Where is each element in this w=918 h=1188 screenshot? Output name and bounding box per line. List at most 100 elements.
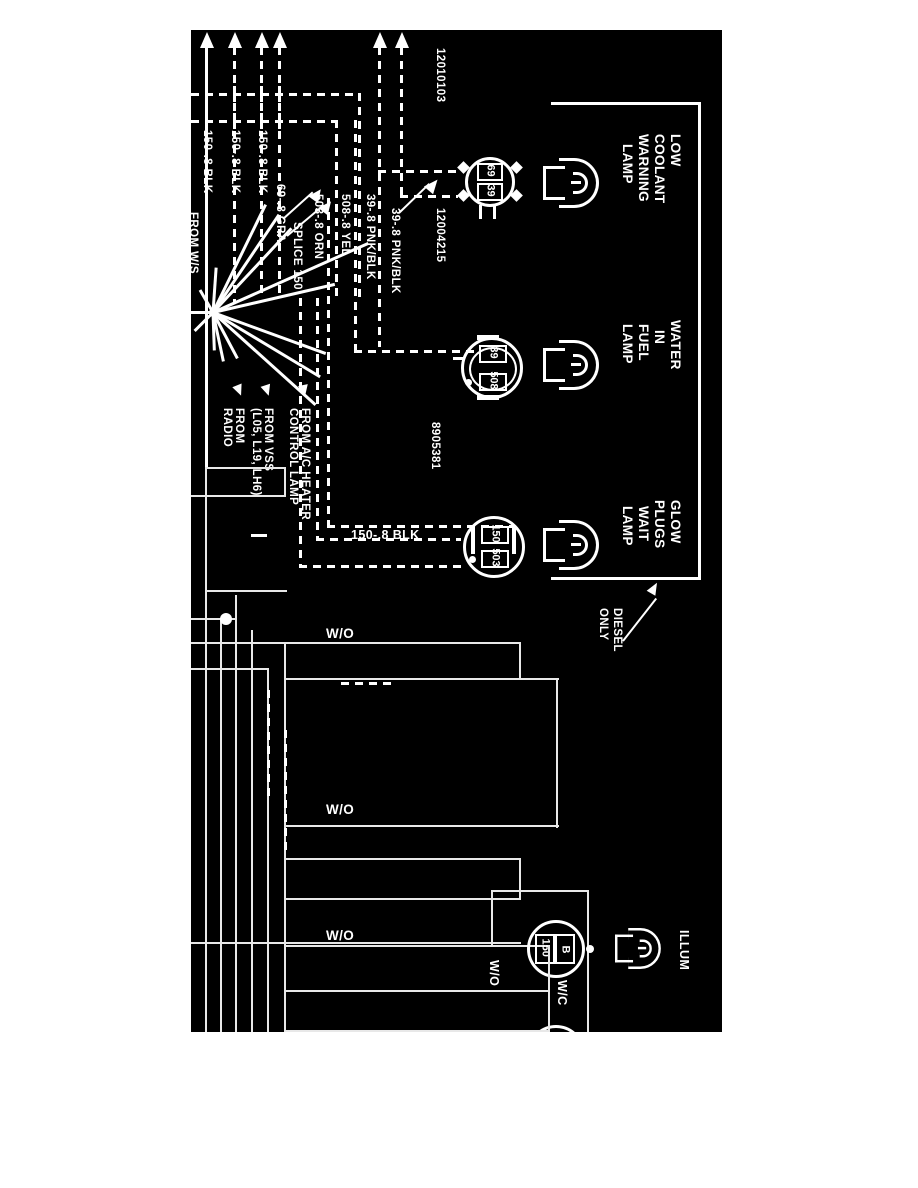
bus-h [191, 495, 285, 497]
wire-503-orn-horiz [327, 525, 515, 528]
bus-line [205, 467, 207, 1032]
leader-arrow-from-vss [260, 383, 274, 398]
bus-line [267, 670, 269, 1032]
wo-box2-top [284, 678, 559, 680]
bus-h [191, 618, 236, 620]
dash-seg [341, 682, 391, 685]
bus-line [235, 595, 237, 1032]
label-wire-503-orn: 503-.8 ORN [312, 194, 324, 260]
wire-arrow-150-blk-b [228, 32, 242, 48]
wire-arrow-150-blk-c [255, 32, 269, 48]
label-wire-39-pnkblk-a: 39-.8 PNK/BLK [364, 194, 376, 280]
tick [233, 113, 236, 129]
terminal-number-bottom: 503 [489, 548, 502, 567]
illum-riser-h [491, 890, 589, 892]
wire-503-orn-vert [327, 198, 330, 528]
wire-69-gra [278, 47, 281, 297]
lamp-water-in-fuel [543, 340, 599, 390]
label-part-12004215: 12004215 [434, 208, 446, 263]
label-wo-3: W/O [326, 928, 355, 943]
illum-feed [191, 942, 521, 944]
connector-body [527, 920, 585, 978]
connector-lock-dot [465, 379, 472, 386]
lamp-base [543, 348, 565, 382]
lamp-filament-bar [571, 181, 581, 184]
lamp-bulb [559, 520, 599, 570]
lamp-filament [573, 354, 588, 376]
label-splice-150: SPLICE 150 [291, 222, 303, 290]
wire-508-yel-horiz [354, 350, 479, 353]
lamp-filament [573, 172, 588, 194]
bus-v-bottom [548, 945, 550, 1032]
wo-box3-mid [284, 945, 549, 947]
label-wire-39-pnkblk-b: 39-.8 PNK/BLK [389, 208, 401, 294]
terminal-number-top: 69 [484, 164, 497, 177]
label-from-radio-line1: FROM [233, 408, 245, 444]
label-wire-508-yel: 508-.8 YEL [339, 194, 351, 256]
wire-150-blk-glow-vert [316, 298, 319, 540]
terminal-cavity-top: 39 [479, 345, 507, 363]
lamp-filament [573, 534, 588, 556]
jumper-top-a [191, 93, 361, 96]
bus-h [191, 642, 287, 644]
label-wire-150-blk-glow: 150-.8 BLK [351, 528, 420, 542]
wire-39-pnkblk-a [378, 47, 381, 347]
tick [205, 86, 208, 102]
connector-lock-dot [469, 556, 476, 563]
connector-tab-left [453, 357, 463, 360]
label-from-vss-line1: FROM VSS [262, 408, 274, 472]
label-wo-1: W/O [326, 626, 355, 641]
tick [278, 86, 281, 102]
terminal-cavity-bottom: 508 [479, 371, 507, 391]
lamp-filament-bar [571, 363, 581, 366]
wire-arrow-69-gra [273, 32, 287, 48]
tick [260, 86, 263, 102]
label-part-12010103: 12010103 [434, 48, 446, 103]
lamp-base [543, 528, 565, 562]
lamp-filament-bar [571, 543, 581, 546]
label-from-ws: FROM W/S [191, 212, 199, 274]
dash-seg [284, 730, 287, 850]
terminal-number-bottom: 39 [484, 184, 497, 197]
wire-150-blk-a [205, 47, 208, 467]
trunk-39-pnkblk-b [400, 195, 458, 198]
terminal-cavity-bottom: 503 [481, 548, 509, 568]
connector-keyway [477, 395, 499, 400]
dash-seg [267, 690, 270, 800]
label-wire-150-blk-c: 150-.8 BLK [256, 130, 268, 194]
leader-arrow-from-radio [232, 383, 246, 398]
connector-water-in-fuel: 39 508 [453, 335, 529, 411]
wire-arrow-150-blk-a [200, 32, 214, 48]
label-wire-150-blk-a: 150-.8 BLK [201, 130, 213, 194]
tick [251, 534, 267, 537]
terminal-cavity-right: B [555, 934, 575, 964]
jumper-top-b [191, 120, 338, 123]
label-diesel-only-l1: DIESEL [611, 608, 623, 652]
lamp-title-illum: ILLUM [677, 930, 691, 971]
lamp-base [615, 934, 634, 963]
label-wo-2: W/O [326, 802, 355, 817]
diesel-only-bracket [551, 102, 701, 580]
connector-glow-plugs: 150 503 [457, 514, 529, 586]
bus-h [191, 668, 269, 670]
leader-diesel-only [622, 597, 658, 642]
wiring-diagram-canvas: 150-.8 BLK 150-.8 BLK 150-.8 BLK 69-.8 G… [191, 30, 722, 1032]
splice-ray [211, 203, 267, 314]
tick [260, 113, 263, 129]
lamp-filament-bar [637, 946, 647, 950]
lamp-filament [639, 939, 652, 958]
connector-body [463, 516, 525, 578]
connector-pin [493, 205, 496, 219]
lamp-bulb [628, 928, 661, 969]
illum-right-v [587, 890, 589, 1032]
bus-h-bottom2 [284, 1030, 549, 1032]
wo-box2-right [556, 678, 558, 828]
bus-line [251, 630, 253, 1032]
bus-line [220, 620, 222, 1032]
wire-39-pnkblk-b [400, 47, 403, 195]
label-from-radio-line2: RADIO [221, 408, 233, 448]
wire-150-blk-glow-vert2 [299, 298, 302, 568]
tick [233, 86, 236, 102]
terminal-number-top: 150 [489, 524, 502, 543]
leader-12004215 [398, 183, 430, 214]
